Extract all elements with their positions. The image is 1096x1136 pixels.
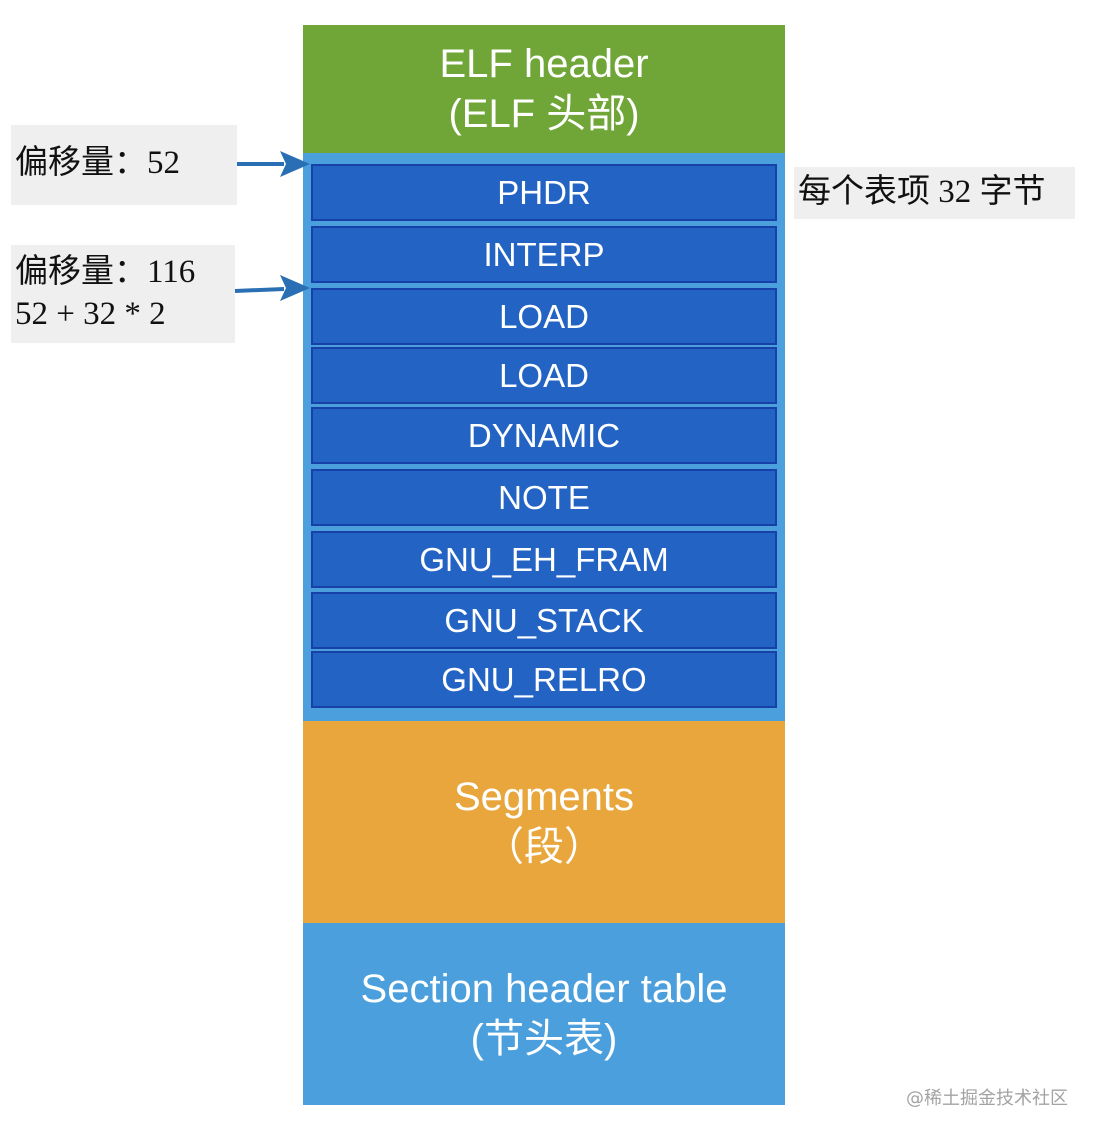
phdr-entry-dynamic: DYNAMIC [311, 407, 777, 464]
arrow-to-phdr-icon [237, 151, 310, 177]
phdr-entry-load-1: LOAD [311, 288, 777, 345]
phdr-entry-gnu-stack: GNU_STACK [311, 592, 777, 649]
offset-52-label: 偏移量：52 [15, 145, 180, 181]
elf-header-block: ELF header (ELF 头部) [303, 25, 785, 153]
entry-size-annotation: 每个表项 32 字节 [794, 167, 1075, 219]
offset-52-annotation: 偏移量：52 [11, 125, 237, 205]
phdr-entry-note: NOTE [311, 469, 777, 526]
arrow-to-load-icon [234, 275, 310, 301]
offset-116-formula: 52 + 32 * 2 [15, 296, 166, 332]
phdr-entry-gnu-relro: GNU_RELRO [311, 651, 777, 708]
phdr-entry-interp: INTERP [311, 226, 777, 283]
watermark: @稀土掘金技术社区 [906, 1088, 1068, 1109]
segments-title: Segments [453, 775, 635, 819]
offset-116-annotation: 偏移量：116 52 + 32 * 2 [11, 245, 235, 343]
phdr-entry-load-2: LOAD [311, 347, 777, 404]
elf-header-title: ELF header [439, 42, 649, 86]
elf-header-subtitle: (ELF 头部) [448, 92, 640, 136]
entry-size-label: 每个表项 32 字节 [798, 174, 1046, 210]
phdr-entry-phdr: PHDR [311, 164, 777, 221]
section-header-table-title: Section header table [360, 967, 728, 1011]
section-header-table-subtitle: (节头表) [470, 1017, 618, 1061]
program-header-table: PHDR INTERP LOAD LOAD DYNAMIC NOTE GNU_E… [303, 153, 785, 721]
segments-block: Segments （段） [303, 721, 785, 923]
section-header-table-block: Section header table (节头表) [303, 923, 785, 1105]
offset-116-label: 偏移量：116 [15, 254, 196, 290]
segments-subtitle: （段） [484, 825, 604, 869]
phdr-entry-gnu-eh-frame: GNU_EH_FRAM [311, 531, 777, 588]
